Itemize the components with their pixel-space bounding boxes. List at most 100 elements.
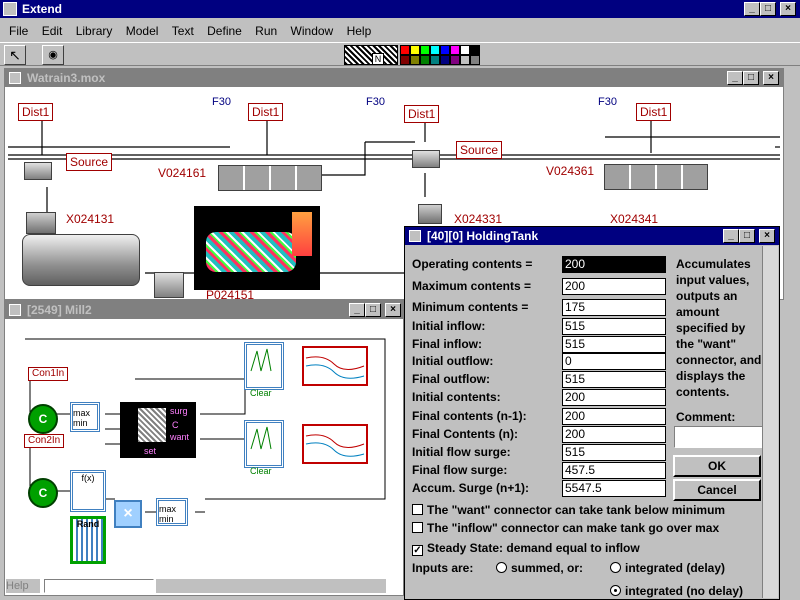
minimize-button[interactable]: _ xyxy=(744,2,760,16)
mill2-maximize-button[interactable]: □ xyxy=(365,303,381,317)
model-maximize-button[interactable]: □ xyxy=(743,71,759,85)
field-value[interactable]: 200 xyxy=(562,278,666,295)
maximize-button[interactable]: □ xyxy=(760,2,776,16)
palette-swatch[interactable] xyxy=(420,55,430,65)
dialog-icon[interactable] xyxy=(409,230,421,242)
color-palette[interactable] xyxy=(400,45,496,67)
field-value[interactable]: 200 xyxy=(562,426,666,443)
dist1-block-1[interactable]: Dist1 xyxy=(18,103,54,121)
dialog-vscrollbar[interactable] xyxy=(762,246,778,598)
mill2-minimize-button[interactable]: _ xyxy=(349,303,365,317)
radio-integrated-no-delay[interactable]: integrated (no delay) xyxy=(610,584,743,598)
menu-file[interactable]: File xyxy=(9,24,29,38)
close-button[interactable]: × xyxy=(780,2,796,16)
plotter-block-2[interactable] xyxy=(244,420,284,468)
field-value[interactable]: 200 xyxy=(562,389,666,406)
con2in-block[interactable]: Con2In xyxy=(24,434,65,448)
hopper-group-icon-1[interactable] xyxy=(218,165,322,191)
field-value[interactable]: 175 xyxy=(562,299,666,316)
field-value[interactable]: 515 xyxy=(562,444,666,461)
palette-swatch[interactable] xyxy=(420,45,430,55)
model-window-icon[interactable] xyxy=(9,72,21,84)
con1in-block[interactable]: Con1In xyxy=(28,367,69,381)
comment-field[interactable] xyxy=(674,426,764,448)
constant-block-2[interactable]: C xyxy=(28,478,58,508)
ok-button[interactable]: OK xyxy=(673,455,761,477)
field-value[interactable]: 5547.5 xyxy=(562,480,666,497)
bin-icon-2[interactable] xyxy=(418,204,442,224)
palette-swatch[interactable] xyxy=(410,55,420,65)
clear-label-1[interactable]: Clear xyxy=(250,388,272,398)
field-value[interactable]: 457.5 xyxy=(562,462,666,479)
menu-edit[interactable]: Edit xyxy=(41,24,63,38)
menu-help[interactable]: Help xyxy=(346,24,372,38)
hopper-group-icon-2[interactable] xyxy=(604,164,708,190)
field-value[interactable]: 515 xyxy=(562,371,666,388)
palette-swatch[interactable] xyxy=(430,45,440,55)
app-icon[interactable] xyxy=(3,2,17,16)
palette-swatch[interactable] xyxy=(470,45,480,55)
palette-swatch[interactable] xyxy=(400,55,410,65)
pattern-palette[interactable] xyxy=(344,45,398,65)
dist1-block-3[interactable]: Dist1 xyxy=(404,105,440,123)
plot-window-icon-2[interactable] xyxy=(302,424,368,464)
palette-swatch[interactable] xyxy=(460,45,470,55)
steady-state-box[interactable]: ✓ xyxy=(412,545,423,556)
menu-define[interactable]: Define xyxy=(207,24,242,38)
radio-summed[interactable]: summed, or: xyxy=(496,561,583,575)
constant-block-1[interactable]: C xyxy=(28,404,58,434)
field-value[interactable]: 200 xyxy=(562,408,666,425)
source-block-1[interactable]: Source xyxy=(66,153,113,171)
palette-swatch[interactable] xyxy=(440,55,450,65)
field-value[interactable]: 515 xyxy=(562,318,666,335)
maxmin-block-1[interactable]: max min xyxy=(70,402,100,432)
palette-swatch[interactable] xyxy=(460,55,470,65)
clear-label-2[interactable]: Clear xyxy=(250,466,272,476)
menu-model[interactable]: Model xyxy=(125,24,159,38)
holding-tank-block[interactable]: surg C want set xyxy=(120,402,196,458)
plot-window-icon-1[interactable] xyxy=(302,346,368,386)
menu-library[interactable]: Library xyxy=(75,24,113,38)
rand-block[interactable]: Rand xyxy=(70,516,106,564)
connect-tool-button[interactable]: ◉ xyxy=(42,45,64,65)
help-button[interactable]: Help xyxy=(6,579,40,593)
feeder-icon-1[interactable] xyxy=(24,162,52,180)
plotter-block-1[interactable] xyxy=(244,342,284,390)
steady-state-checkbox[interactable]: ✓Steady State: demand equal to inflow xyxy=(412,541,640,556)
model-close-button[interactable]: × xyxy=(763,71,779,85)
maxmin-block-2[interactable]: max min xyxy=(156,498,188,526)
want-below-min-checkbox[interactable]: The "want" connector can take tank below… xyxy=(412,503,725,517)
hopper-icon-3[interactable] xyxy=(154,272,184,298)
feeder-icon-2[interactable] xyxy=(412,150,440,168)
radio-integrated-delay[interactable]: integrated (delay) xyxy=(610,561,725,575)
palette-swatch[interactable] xyxy=(430,55,440,65)
palette-swatch[interactable] xyxy=(450,55,460,65)
field-value[interactable]: 200 xyxy=(562,256,666,273)
fx-block[interactable]: f(x) xyxy=(70,470,106,512)
field-value[interactable]: 0 xyxy=(562,353,666,370)
mill2-hscrollbar[interactable] xyxy=(156,579,386,593)
source-block-2[interactable]: Source xyxy=(456,141,503,159)
dialog-close-button[interactable]: × xyxy=(759,229,775,243)
multiply-block[interactable]: × xyxy=(114,500,142,528)
palette-swatch[interactable] xyxy=(470,55,480,65)
bin-icon-1[interactable] xyxy=(26,212,56,234)
menu-window[interactable]: Window xyxy=(290,24,334,38)
mill2-close-button[interactable]: × xyxy=(385,303,401,317)
dialog-minimize-button[interactable]: _ xyxy=(723,229,739,243)
mill2-window-icon[interactable] xyxy=(9,304,21,316)
line-style-selector[interactable]: N xyxy=(372,53,384,65)
menu-run[interactable]: Run xyxy=(255,24,278,38)
dist1-block-4[interactable]: Dist1 xyxy=(636,103,672,121)
menu-text[interactable]: Text xyxy=(171,24,194,38)
field-value[interactable]: 515 xyxy=(562,336,666,353)
inflow-over-max-checkbox[interactable]: The "inflow" connector can make tank go … xyxy=(412,521,719,535)
cancel-button[interactable]: Cancel xyxy=(673,479,761,501)
inflow-over-max-box[interactable] xyxy=(412,522,423,533)
want-below-min-box[interactable] xyxy=(412,504,423,515)
palette-swatch[interactable] xyxy=(410,45,420,55)
model-minimize-button[interactable]: _ xyxy=(727,71,743,85)
palette-swatch[interactable] xyxy=(400,45,410,55)
palette-swatch[interactable] xyxy=(450,45,460,55)
ball-mill-icon[interactable] xyxy=(22,234,140,286)
